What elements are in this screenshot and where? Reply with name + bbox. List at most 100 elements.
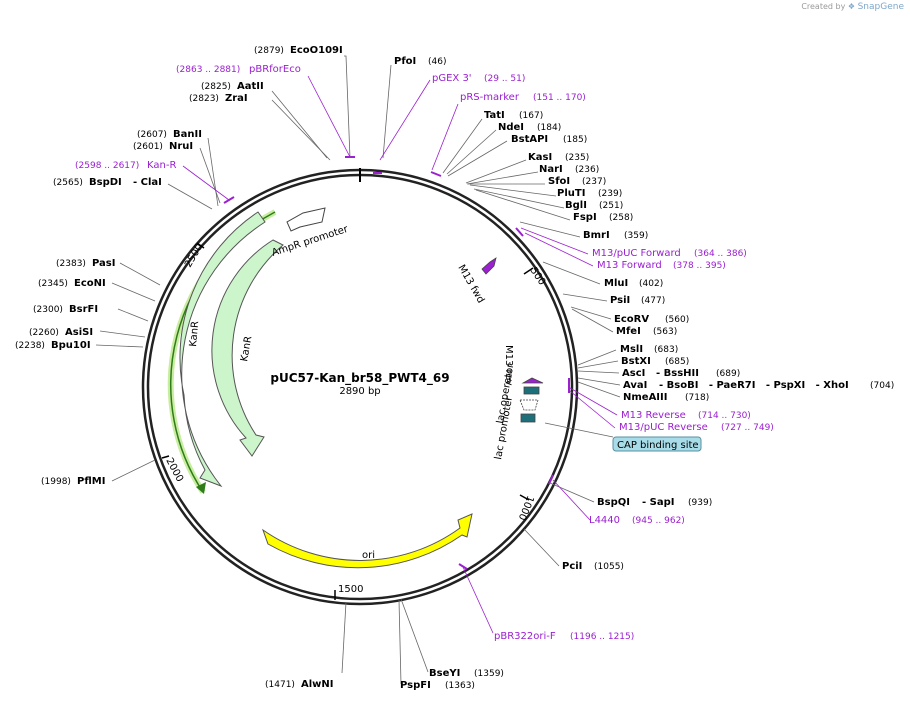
- svg-text:(945 .. 962): (945 .. 962): [632, 516, 685, 526]
- svg-text:- SapI: - SapI: [642, 497, 674, 508]
- primer-m13-puc-reverse[interactable]: M13/pUC Reverse (727 .. 749): [619, 422, 774, 433]
- enzyme-pluti[interactable]: PluTI (239): [557, 188, 622, 199]
- svg-text:(237): (237): [582, 177, 606, 187]
- svg-text:M13/pUC Reverse: M13/pUC Reverse: [619, 422, 708, 433]
- svg-text:2000: 2000: [163, 456, 185, 484]
- cap-binding-site-box[interactable]: [612, 436, 702, 452]
- primer-m13-reverse[interactable]: M13 Reverse (714 .. 730): [621, 410, 751, 421]
- enzyme-ecorv[interactable]: EcoRV (560): [614, 314, 689, 325]
- svg-text:PasI: PasI: [92, 258, 115, 269]
- svg-text:(939): (939): [688, 498, 712, 508]
- svg-text:FspI: FspI: [573, 212, 597, 223]
- svg-text:pGEX 3': pGEX 3': [432, 73, 472, 84]
- enzyme-bpu10i[interactable]: (2238) Bpu10I: [15, 340, 91, 351]
- svg-text:NruI: NruI: [169, 141, 193, 152]
- enzyme-psii[interactable]: PsiI (477): [610, 295, 665, 306]
- svg-text:PluTI: PluTI: [557, 188, 585, 199]
- ampr-promoter-feature: [286, 207, 326, 232]
- enzyme-bspqi[interactable]: BspQI - SapI (939): [597, 497, 712, 508]
- svg-text:M13 Forward: M13 Forward: [597, 260, 662, 271]
- svg-text:M13/pUC Forward: M13/pUC Forward: [592, 248, 681, 259]
- primer-kan-r[interactable]: (2598 .. 2617) Kan-R: [75, 160, 176, 171]
- enzyme-econi[interactable]: (2345) EcoNI: [38, 278, 106, 289]
- enzyme-pasi[interactable]: (2383) PasI: [56, 258, 115, 269]
- svg-text:(251): (251): [599, 201, 623, 211]
- primer-l4440[interactable]: L4440 (945 .. 962): [589, 515, 685, 526]
- enzyme-banii[interactable]: (2607) BanII: [137, 129, 202, 140]
- svg-text:pBR322ori-F: pBR322ori-F: [494, 631, 556, 642]
- svg-text:AvaI: AvaI: [623, 380, 647, 391]
- svg-text:(29 .. 51): (29 .. 51): [484, 74, 525, 84]
- enzyme-bsrfi[interactable]: (2300) BsrFI: [33, 304, 98, 315]
- svg-text:M13 Reverse: M13 Reverse: [621, 410, 686, 421]
- enzyme-tati[interactable]: TatI (167): [484, 110, 543, 121]
- enzyme-pcii[interactable]: PciI (1055): [562, 561, 624, 572]
- svg-text:(1055): (1055): [594, 562, 624, 572]
- enzyme-pflmi[interactable]: (1998) PflMI: [41, 476, 105, 487]
- enzyme-bspdi[interactable]: (2565) BspDI - ClaI: [53, 177, 162, 188]
- svg-text:- ClaI: - ClaI: [133, 177, 162, 188]
- enzyme-fspi[interactable]: FspI (258): [573, 212, 633, 223]
- plasmid-size: 2890 bp: [339, 386, 380, 397]
- svg-text:PciI: PciI: [562, 561, 582, 572]
- enzyme-pspfi[interactable]: PspFI (1363): [400, 680, 475, 691]
- enzyme-nrui[interactable]: (2601) NruI: [133, 141, 193, 152]
- svg-text:(1998): (1998): [41, 477, 71, 487]
- svg-text:(2879): (2879): [254, 46, 284, 56]
- svg-text:(2607): (2607): [137, 130, 167, 140]
- enzyme-sfoi[interactable]: SfoI (237): [548, 176, 606, 187]
- enzyme-mfei[interactable]: MfeI (563): [616, 326, 677, 337]
- svg-text:(1471): (1471): [265, 680, 295, 690]
- svg-text:NmeAIII: NmeAIII: [623, 392, 667, 403]
- svg-text:TatI: TatI: [484, 110, 505, 121]
- enzyme-asisi[interactable]: (2260) AsiSI: [29, 327, 93, 338]
- primer-mark-l4440: [548, 474, 554, 485]
- svg-text:(2598 .. 2617): (2598 .. 2617): [75, 161, 139, 171]
- svg-text:SfoI: SfoI: [548, 176, 570, 187]
- svg-text:(2825): (2825): [201, 82, 231, 92]
- enzyme-nari[interactable]: NarI (236): [539, 164, 599, 175]
- enzyme-ecoo109i[interactable]: (2879) EcoO109I: [254, 45, 343, 56]
- credit-prefix: Created by: [801, 2, 846, 11]
- svg-text:PspFI: PspFI: [400, 680, 431, 691]
- primer-m13-puc-forward[interactable]: M13/pUC Forward (364 .. 386): [592, 248, 747, 259]
- enzyme-aatii[interactable]: (2825) AatII: [201, 81, 264, 92]
- svg-text:(563): (563): [653, 327, 677, 337]
- enzyme-bmri[interactable]: BmrI (359): [583, 230, 648, 241]
- enzyme-msli[interactable]: MslI (683): [620, 344, 678, 355]
- enzyme-ndei[interactable]: NdeI (184): [498, 122, 561, 133]
- primer-mark-pbr322: [458, 563, 468, 570]
- enzyme-bgli[interactable]: BglI (251): [565, 200, 623, 211]
- primer-pgex3[interactable]: pGEX 3' (29 .. 51): [432, 73, 525, 84]
- enzyme-pfoi[interactable]: PfoI (46): [394, 56, 446, 67]
- lac-operator-feature: [523, 386, 540, 395]
- svg-text:(2601): (2601): [133, 142, 163, 152]
- kanr-inner-label: KanR: [239, 335, 254, 362]
- enzyme-bstxi[interactable]: BstXI (685): [621, 356, 689, 367]
- primer-m13-forward[interactable]: M13 Forward (378 .. 395): [597, 260, 726, 271]
- enzyme-mlui[interactable]: MluI (402): [604, 278, 663, 289]
- enzyme-kasi[interactable]: KasI (235): [528, 152, 589, 163]
- svg-text:MluI: MluI: [604, 278, 628, 289]
- primer-pbr322ori-f[interactable]: pBR322ori-F (1196 .. 1215): [494, 631, 634, 642]
- primer-prs-marker[interactable]: pRS-marker (151 .. 170): [460, 92, 586, 103]
- enzyme-bseyi[interactable]: BseYI (1359): [429, 668, 504, 679]
- enzyme-zrai[interactable]: (2823) ZraI: [189, 93, 248, 104]
- enzyme-asci[interactable]: AscI - BssHII (689): [622, 368, 740, 379]
- svg-text:PsiI: PsiI: [610, 295, 630, 306]
- cap-binding-feature: [520, 413, 536, 423]
- svg-text:(378 .. 395): (378 .. 395): [673, 261, 726, 271]
- enzyme-bstapi[interactable]: BstAPI (185): [511, 134, 587, 145]
- svg-text:EcoO109I: EcoO109I: [290, 45, 343, 56]
- enzyme-alwni[interactable]: (1471) AlwNI: [265, 679, 334, 690]
- svg-text:PfoI: PfoI: [394, 56, 416, 67]
- svg-text:(727 .. 749): (727 .. 749): [721, 423, 774, 433]
- svg-text:(2238): (2238): [15, 341, 45, 351]
- primer-pbrforeco[interactable]: (2863 .. 2881) pBRforEco: [176, 64, 301, 75]
- enzyme-nmeaiii[interactable]: NmeAIII (718): [623, 392, 709, 403]
- svg-text:AlwNI: AlwNI: [301, 679, 334, 690]
- m13-fwd-label: M13 fwd: [455, 263, 486, 305]
- enzyme-avai[interactable]: AvaI - BsoBI - PaeR7I - PspXI - XhoI (70…: [623, 380, 894, 391]
- svg-text:NarI: NarI: [539, 164, 563, 175]
- svg-text:KasI: KasI: [528, 152, 552, 163]
